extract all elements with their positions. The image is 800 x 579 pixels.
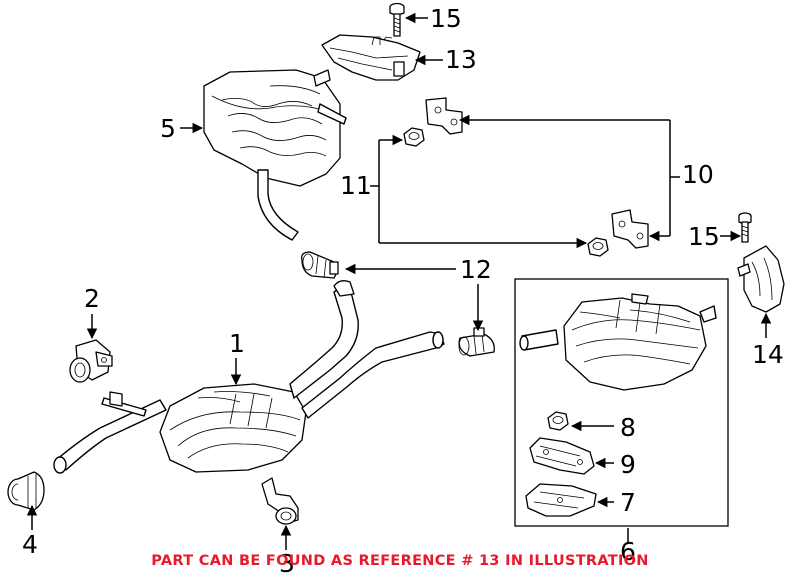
callout-2: 2 [84, 284, 100, 313]
callout-14: 14 [752, 340, 784, 369]
hanger-part-2 [69, 339, 113, 383]
callout-4: 4 [22, 530, 38, 559]
callout-10: 10 [682, 160, 714, 189]
nut-part-11-upper [403, 127, 425, 147]
part-6-group-box [514, 278, 729, 527]
callout-3: 3 [279, 549, 295, 578]
callout-12: 12 [460, 255, 492, 284]
nut-part-11-lower [587, 237, 609, 257]
center-muffler-part-1 [53, 280, 445, 474]
bolt-part-15-right [738, 212, 752, 243]
callout-9: 9 [620, 450, 636, 479]
bracket-part-10-lower [611, 209, 649, 249]
heat-shield-part-13 [321, 34, 421, 81]
callout-15-right: 15 [688, 222, 720, 251]
callout-11: 11 [340, 171, 372, 200]
callout-1: 1 [229, 329, 245, 358]
rear-muffler-part-6 [519, 293, 717, 391]
clamp-part-12-lower [458, 327, 495, 357]
bolt-part-15-top [389, 2, 405, 37]
callout-6: 6 [620, 537, 636, 566]
muffler-part-5 [203, 69, 347, 241]
callout-5: 5 [160, 114, 176, 143]
clamp-part-12-upper [301, 251, 339, 279]
hanger-part-3 [261, 477, 299, 525]
bracket-part-10-upper [425, 97, 463, 135]
callout-8: 8 [620, 413, 636, 442]
nut-part-8 [547, 411, 569, 431]
bracket-part-9 [529, 437, 595, 475]
heat-shield-part-14 [737, 245, 785, 313]
bracket-part-7 [525, 483, 597, 517]
callout-13: 13 [445, 45, 477, 74]
footer-note: PART CAN BE FOUND AS REFERENCE # 13 IN I… [151, 553, 649, 569]
callout-7: 7 [620, 488, 636, 517]
clamp-part-4 [7, 471, 45, 511]
callout-15-top: 15 [430, 4, 462, 33]
